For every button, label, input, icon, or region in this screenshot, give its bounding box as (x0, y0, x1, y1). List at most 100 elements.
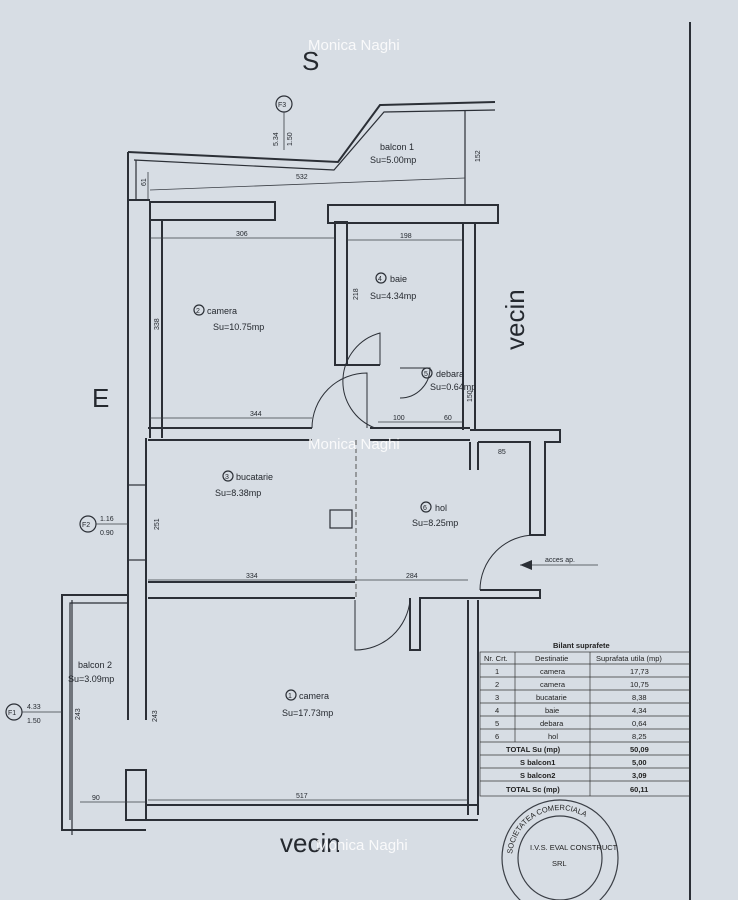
table-row-1-area: 17,73 (630, 667, 649, 676)
window-f1-id: F1 (8, 710, 16, 717)
table-row-6-area: 8,25 (632, 732, 647, 741)
table-total-su-label: TOTAL Su (mp) (506, 745, 561, 754)
table-total-sc-label: TOTAL Sc (mp) (506, 785, 560, 794)
dim-243-balcony: 243 (75, 708, 82, 720)
dim-152: 152 (475, 150, 482, 162)
balcony-1-area: Su=5.00mp (370, 155, 416, 165)
dim-532: 532 (296, 174, 308, 181)
dim-198: 198 (400, 233, 412, 240)
table-row-2-area: 10,75 (630, 680, 649, 689)
room-4-label: 4 baie Su=4.34mp (370, 272, 416, 301)
company-stamp: SOCIETATEA COMERCIALA I.V.S. EVAL CONSTR… (501, 799, 619, 900)
window-f3-top: 5.34 (273, 132, 280, 146)
east-label: E (92, 383, 109, 413)
balcony-2 (61, 594, 146, 831)
room-5-num: 5 (424, 371, 428, 378)
room-2-num: 2 (196, 308, 200, 315)
dim-251: 251 (154, 518, 161, 530)
window-f3-id: F3 (278, 102, 286, 109)
south-label: S (302, 46, 319, 76)
watermark-center: Monica Naghi (308, 436, 400, 453)
dimension-lines (148, 237, 468, 801)
window-f3-bottom: 1.50 (287, 132, 294, 146)
table-row-4-nr: 4 (495, 706, 499, 715)
table-header-area: Suprafata utila (mp) (596, 654, 662, 663)
dim-243-room: 243 (152, 710, 159, 722)
room-3-label: 3 bucatarie Su=8.38mp (215, 470, 273, 498)
table-total-sc-value: 60,11 (630, 785, 648, 794)
access-arrow (520, 560, 598, 570)
window-f2-top: 1.16 (100, 516, 114, 523)
table-row-5-area: 0,64 (632, 719, 647, 728)
table-title: Bilant suprafete (553, 641, 610, 650)
dim-284: 284 (406, 573, 418, 580)
balcony-2-area: Su=3.09mp (68, 674, 114, 684)
room-3-name: bucatarie (236, 472, 273, 482)
balcony-2-name: balcon 2 (78, 660, 112, 670)
table-row-6-nr: 6 (495, 732, 499, 741)
table-row-3-area: 8,38 (632, 693, 647, 702)
table-header-nr: Nr. Crt. (484, 654, 508, 663)
dim-85: 85 (498, 449, 506, 456)
area-table: Bilant suprafete Nr. Crt. Destinatie Sup… (479, 641, 691, 797)
room-3-area: Su=8.38mp (215, 488, 261, 498)
table-row-6-dest: hol (548, 732, 558, 741)
stamp-middle-text: I.V.S. EVAL CONSTRUCT (530, 843, 618, 852)
dim-517: 517 (296, 793, 308, 800)
neighbor-bottom-label: vecin (280, 828, 341, 858)
window-f3-marker (275, 95, 293, 150)
table-header-dest: Destinatie (535, 654, 568, 663)
room-3-num: 3 (225, 474, 229, 481)
window-f1-bottom: 1.50 (27, 718, 41, 725)
dim-61: 61 (141, 178, 148, 186)
room-1-label: 1 camera Su=17.73mp (282, 689, 333, 718)
table-balcon1-value: 5,00 (632, 758, 647, 767)
table-row-1-nr: 1 (495, 667, 499, 676)
table-balcon2-value: 3,09 (632, 771, 647, 780)
table-row-4-dest: baie (545, 706, 559, 715)
dim-306: 306 (236, 231, 248, 238)
window-f1-top: 4.33 (27, 704, 41, 711)
doors (311, 332, 536, 651)
room-6-label: 6 hol Su=8.25mp (412, 501, 458, 528)
room-1-name: camera (299, 691, 329, 701)
dim-90: 90 (92, 795, 100, 802)
room-2-area: Su=10.75mp (213, 322, 264, 332)
outer-walls (125, 200, 561, 821)
watermark-top: Monica Naghi (308, 37, 400, 54)
window-f2-id: F2 (82, 522, 90, 529)
watermark-bottom: Monica Naghi (316, 837, 408, 854)
dim-338: 338 (154, 318, 161, 330)
table-row-5-nr: 5 (495, 719, 499, 728)
dim-344: 344 (250, 411, 262, 418)
window-f2-bottom: 0.90 (100, 530, 114, 537)
room-6-area: Su=8.25mp (412, 518, 458, 528)
room-5-name: debara (436, 369, 464, 379)
table-row-3-dest: bucatarie (536, 693, 567, 702)
table-row-2-nr: 2 (495, 680, 499, 689)
room-6-num: 6 (423, 505, 427, 512)
room-5-area: Su=0.64mp (430, 382, 476, 392)
balcony-1 (127, 101, 496, 205)
dim-218: 218 (353, 288, 360, 300)
room-5-label: 5 debara Su=0.64mp (421, 367, 476, 392)
window-f2-marker (79, 515, 128, 533)
dim-334: 334 (246, 573, 258, 580)
table-row-1-dest: camera (540, 667, 566, 676)
window-f1-marker (5, 703, 62, 721)
table-balcon1-label: S balcon1 (520, 758, 555, 767)
stamp-bottom-text: SRL (552, 859, 567, 868)
room-2-name: camera (207, 306, 237, 316)
room-1-area: Su=17.73mp (282, 708, 333, 718)
dim-100: 100 (393, 415, 405, 422)
access-label: acces ap. (545, 557, 575, 564)
room-6-name: hol (435, 503, 447, 513)
table-row-3-nr: 3 (495, 693, 499, 702)
room-1-num: 1 (288, 693, 292, 700)
table-balcon2-label: S balcon2 (520, 771, 555, 780)
table-row-2-dest: camera (540, 680, 566, 689)
room-2-label: 2 camera Su=10.75mp (193, 304, 264, 332)
table-row-4-area: 4,34 (632, 706, 647, 715)
room-4-name: baie (390, 274, 407, 284)
dim-60: 60 (444, 415, 452, 422)
